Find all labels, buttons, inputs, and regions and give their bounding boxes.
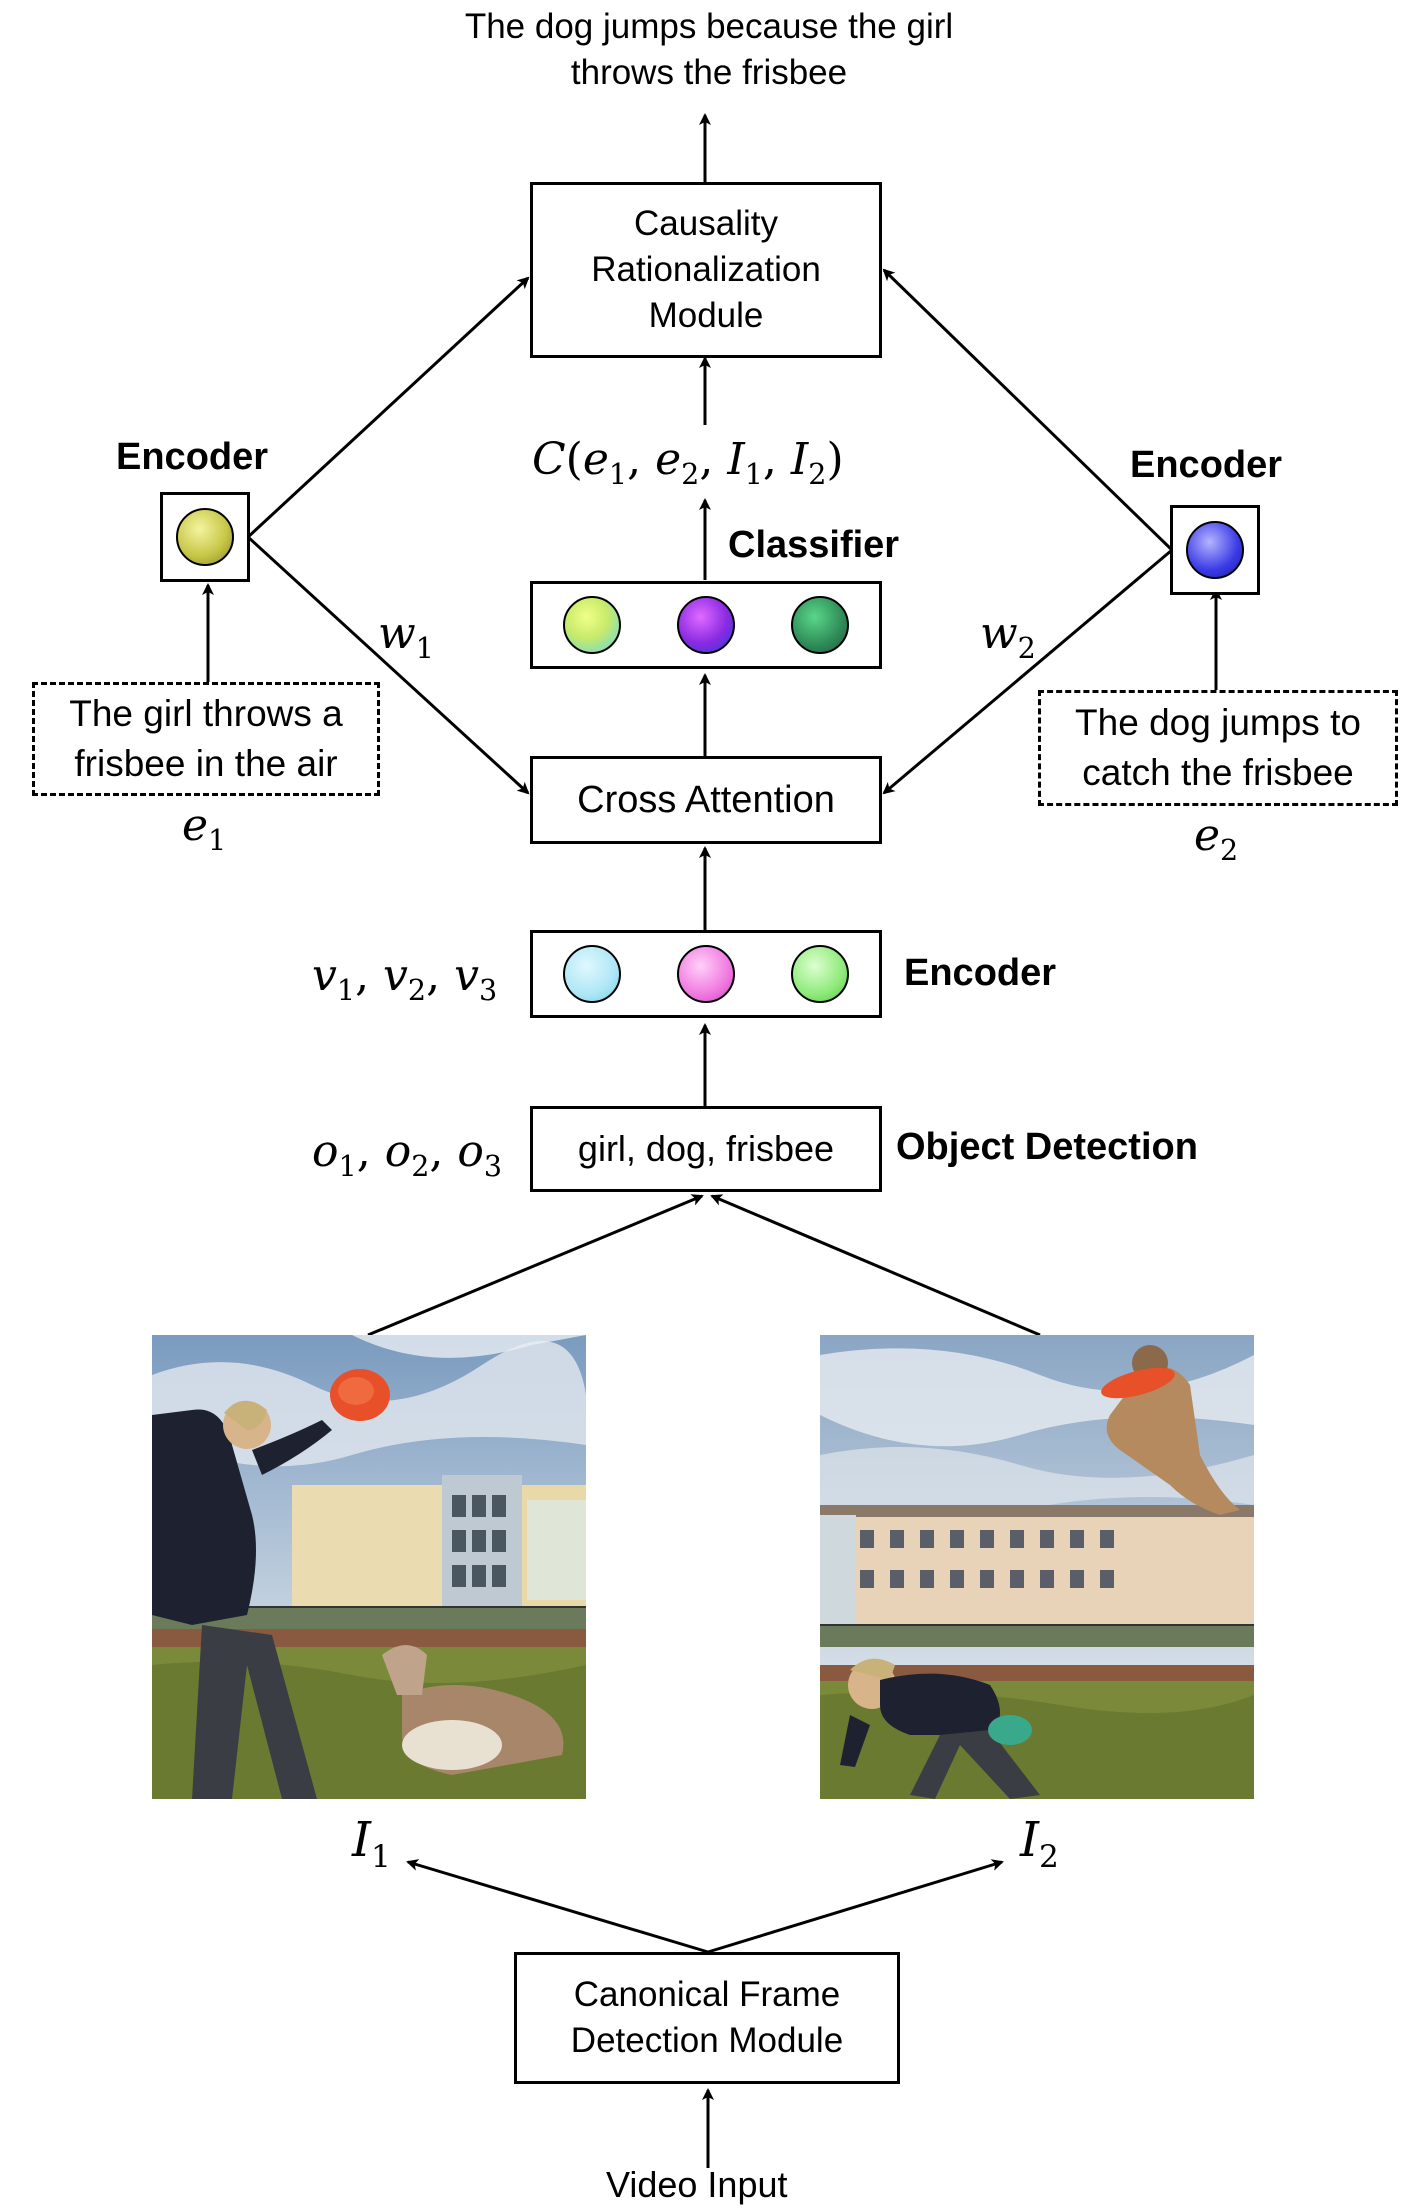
object-detection-label: Object Detection <box>896 1126 1198 1168</box>
frame-image-1 <box>152 1335 586 1799</box>
canonical-frame-detection-module: Canonical Frame Detection Module <box>514 1952 900 2084</box>
visual-encoder-box <box>530 930 882 1018</box>
frame-image-1-illustration <box>152 1335 586 1799</box>
output-sentence: The dog jumps because the girl throws th… <box>424 4 994 96</box>
output-sentence-line-2: throws the frisbee <box>570 53 848 92</box>
arrow-left-encoder-to-cross-attention <box>246 535 530 795</box>
arrow-canonical-to-I2 <box>707 1859 1004 1954</box>
visual-node-1 <box>563 945 621 1003</box>
arrow-right-encoder-to-causality <box>882 268 1174 552</box>
left-encoder-box <box>160 492 250 582</box>
event-e2-textbox: The dog jumps to catch the frisbee <box>1038 690 1398 806</box>
frame-I1-label: I1 <box>352 1812 391 1875</box>
frame-image-2-illustration <box>820 1335 1254 1799</box>
arrow-image1-to-detection <box>367 1194 704 1337</box>
canonical-line-2: Detection Module <box>570 2021 844 2060</box>
frame-image-2 <box>820 1335 1254 1799</box>
causality-line-3: Module <box>648 296 764 335</box>
event-e2-label: e2 <box>1194 810 1239 867</box>
event-e1-textbox: The girl throws a frisbee in the air <box>32 682 380 796</box>
detected-objects-box: girl, dog, frisbee <box>530 1106 882 1192</box>
cross-attention-box: Cross Attention <box>530 756 882 844</box>
causality-line-1: Causality <box>634 204 778 243</box>
weight-w1: w1 <box>378 608 434 665</box>
e2-line-1: The dog jumps to <box>1075 702 1361 743</box>
arrow-image2-to-detection <box>710 1194 1041 1337</box>
e2-line-2: catch the frisbee <box>1082 752 1354 793</box>
video-input-label: Video Input <box>606 2164 788 2205</box>
arrow-right-encoder-to-cross-attention <box>882 548 1173 795</box>
object-features-label: o1, o2, o3 <box>312 1126 503 1183</box>
right-encoder-label: Encoder <box>1130 444 1283 486</box>
weight-w2: w2 <box>980 608 1036 665</box>
visual-encoder-label: Encoder <box>904 952 1057 994</box>
visual-features-label: v1, v2, v3 <box>312 950 498 1007</box>
arrow-left-encoder-to-causality <box>246 276 530 539</box>
right-encoder-node <box>1186 521 1244 579</box>
classifier-node-2 <box>677 596 735 654</box>
classifier-box <box>530 581 882 669</box>
canonical-line-1: Canonical Frame <box>573 1975 841 2014</box>
classifier-node-1 <box>563 596 621 654</box>
classifier-label: Classifier <box>728 524 900 566</box>
causality-line-2: Rationalization <box>591 250 821 289</box>
right-encoder-box <box>1170 505 1260 595</box>
left-encoder-node <box>176 508 234 566</box>
causality-rationalization-module: Causality Rationalization Module <box>530 182 882 358</box>
e1-line-1: The girl throws a <box>69 693 343 734</box>
event-e1-label: e1 <box>182 800 227 857</box>
left-encoder-label: Encoder <box>116 436 269 478</box>
arrow-canonical-to-I1 <box>406 1859 709 1954</box>
classifier-output-expression: C(e1, e2, I1, I2) <box>532 434 844 491</box>
e1-line-2: frisbee in the air <box>74 743 338 784</box>
visual-node-3 <box>791 945 849 1003</box>
output-sentence-line-1: The dog jumps because the girl <box>464 7 954 46</box>
visual-node-2 <box>677 945 735 1003</box>
frame-I2-label: I2 <box>1020 1812 1059 1875</box>
classifier-node-3 <box>791 596 849 654</box>
